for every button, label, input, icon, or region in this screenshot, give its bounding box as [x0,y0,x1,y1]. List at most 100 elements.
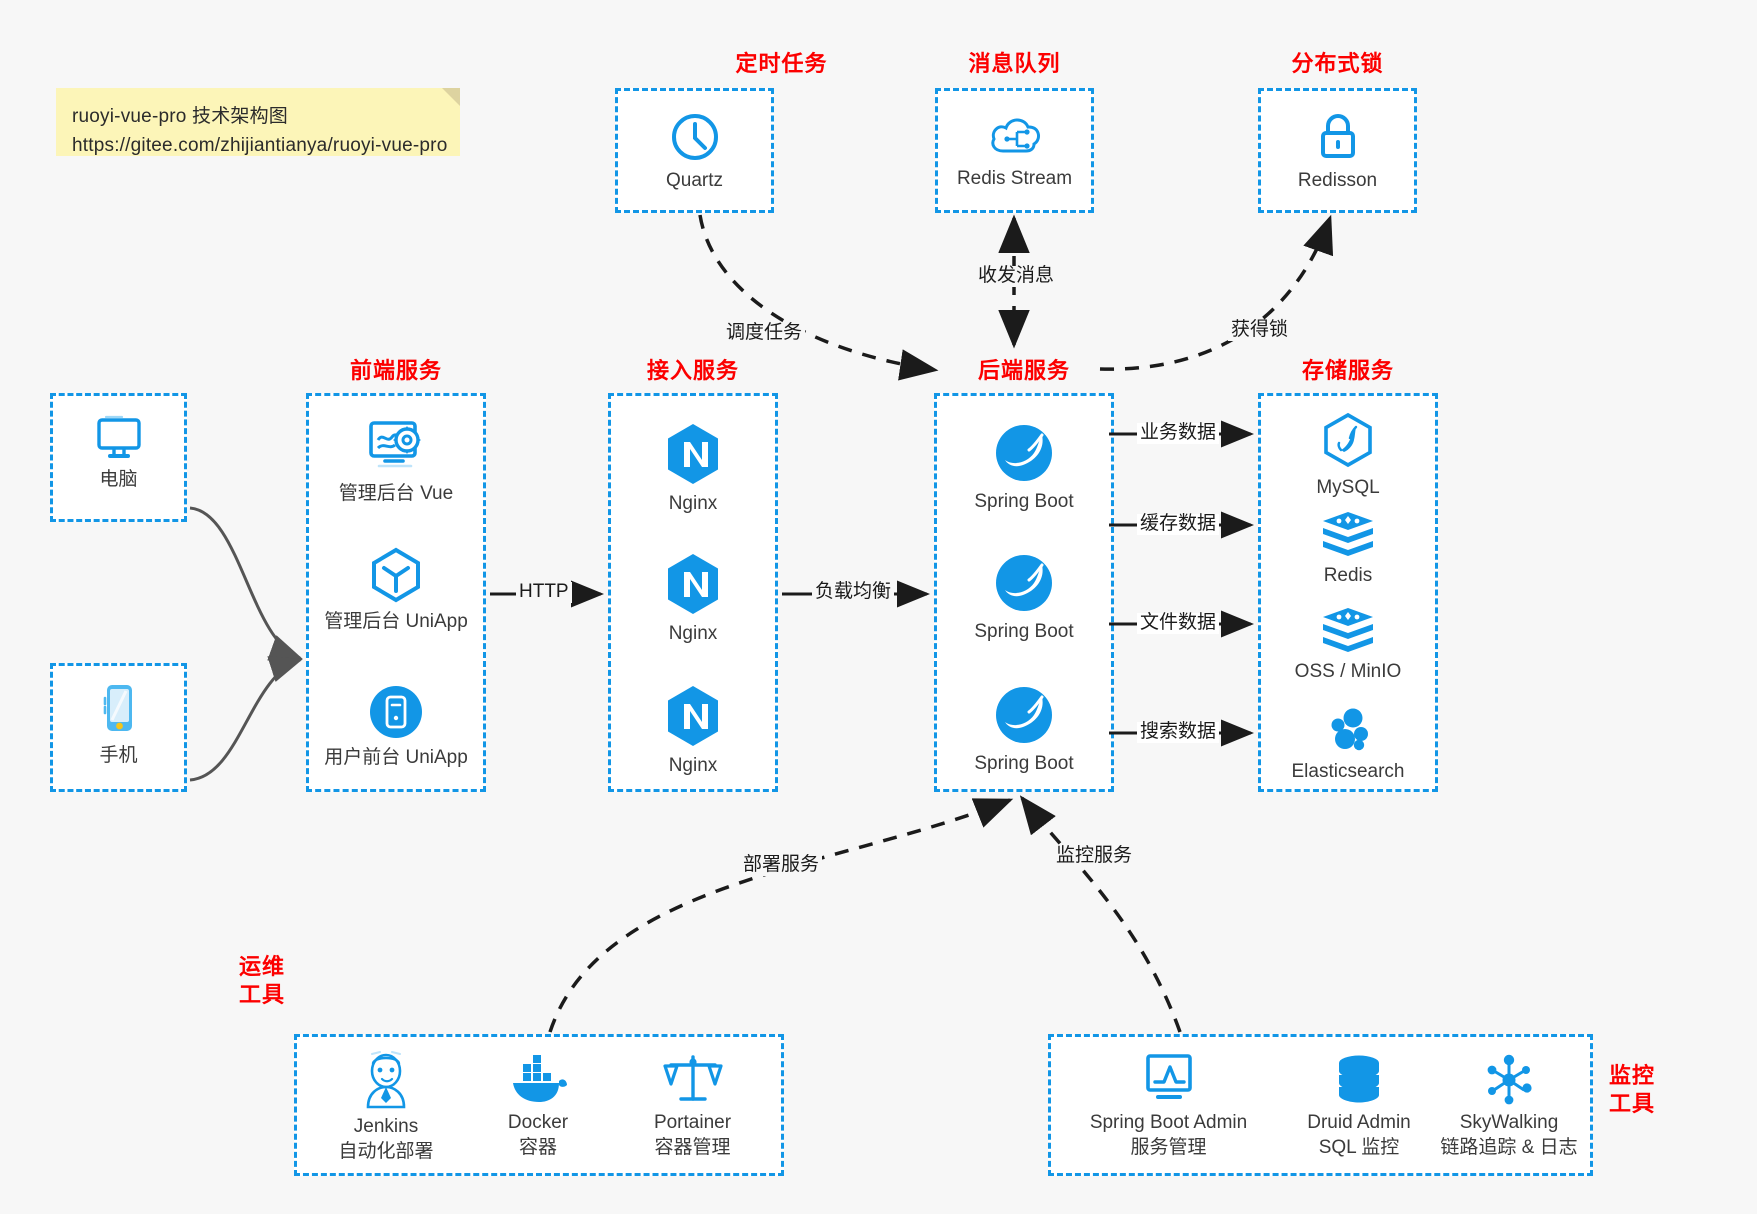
node-label: Elasticsearch [1291,761,1405,782]
group-title-backend: 后端服务 [977,358,1070,383]
skywalking-nodes-icon [1429,1053,1589,1107]
group-box-message-queue: Redis Stream [935,88,1094,213]
node-label: Nginx [668,623,718,644]
group-box-gateway: Nginx Nginx Nginx [608,393,778,792]
node-label: Spring Boot [974,753,1074,774]
node-admin-uniapp[interactable]: 管理后台 UniApp [309,546,483,634]
redis-stack-icon [1261,606,1435,654]
node-desktop[interactable]: 电脑 [53,414,184,492]
edge-label-search-data: 搜索数据 [1137,721,1220,743]
group-title-storage: 存储服务 [1301,358,1394,383]
edge-label-schedule-task: 调度任务 [723,322,806,344]
node-redis[interactable]: Redis [1261,510,1435,588]
node-label: 用户前台 UniApp [324,747,468,768]
node-spring-boot-3[interactable]: Spring Boot [937,684,1111,776]
node-label: 电脑 [99,469,138,490]
group-box-distributed-lock: Redisson [1258,88,1417,213]
node-nginx-3[interactable]: Nginx [611,684,775,778]
node-skywalking[interactable]: SkyWalking 链路追踪 & 日志 [1429,1053,1589,1160]
node-desc: SQL 监控 [1318,1136,1400,1158]
node-mobile[interactable]: 手机 [53,682,184,768]
node-quartz[interactable]: Quartz [618,111,771,193]
node-label: Redis [1323,565,1373,586]
node-druid-admin[interactable]: Druid Admin SQL 监控 [1279,1053,1439,1160]
node-name: Jenkins [353,1116,419,1137]
edge-monitoring-to-backend [1019,795,1182,1033]
node-label: Spring Boot [974,621,1074,642]
group-box-client-mobile: 手机 [50,663,187,792]
node-label: 管理后台 Vue [338,483,454,504]
group-title-devops: 运维 工具 [230,953,294,1008]
edge-label-load-balance: 负载均衡 [812,581,895,603]
edge-label-business-data: 业务数据 [1137,422,1220,444]
nginx-icon [611,684,775,748]
node-label: Nginx [668,755,718,776]
edge-label-send-receive-message: 收发消息 [975,265,1058,287]
database-cylinder-icon [1279,1053,1439,1107]
node-nginx-1[interactable]: Nginx [611,422,775,516]
node-spring-boot-admin[interactable]: Spring Boot Admin 服务管理 [1061,1051,1276,1160]
edge-quartz-to-backend [698,214,939,381]
node-portainer[interactable]: Portainer 容器管理 [615,1053,770,1160]
node-label: Quartz [665,170,724,191]
jenkins-butler-icon [311,1051,461,1111]
node-admin-vue[interactable]: 管理后台 Vue [309,418,483,506]
node-redis-stream[interactable]: Redis Stream [938,111,1091,191]
desktop-monitor-icon [53,414,184,462]
node-desc: 服务管理 [1130,1136,1207,1158]
edge-desktop-to-frontend [189,506,303,661]
node-label: Redisson [1297,170,1378,191]
node-name: Druid Admin [1307,1112,1411,1133]
node-elasticsearch[interactable]: Elasticsearch [1261,704,1435,784]
scales-icon [615,1053,770,1107]
group-title-monitoring: 监控 工具 [1600,1062,1664,1117]
group-title-frontend: 前端服务 [349,358,442,383]
node-spring-boot-1[interactable]: Spring Boot [937,422,1111,514]
devops-title-line1: 运维 [238,954,285,979]
node-redisson[interactable]: Redisson [1261,111,1414,193]
edge-label-deploy-service: 部署服务 [740,854,823,876]
node-jenkins[interactable]: Jenkins 自动化部署 [311,1051,461,1164]
note-url: https://gitee.com/zhijiantianya/ruoyi-vu… [72,135,448,157]
nginx-icon [611,552,775,616]
monitor-chart-icon [1061,1051,1276,1107]
monitoring-title-line2: 工具 [1608,1090,1655,1116]
group-box-frontend: 管理后台 Vue 管理后台 UniApp 用户前台 UniApp [306,393,486,792]
edge-label-http: HTTP [516,581,572,603]
spring-leaf-icon [937,422,1111,484]
nginx-icon [611,422,775,486]
dashboard-gear-icon [309,418,483,476]
node-label: 管理后台 UniApp [324,611,468,632]
group-title-gateway: 接入服务 [646,358,739,383]
edge-label-file-data: 文件数据 [1137,612,1220,634]
docker-whale-icon [463,1053,613,1107]
note-title: ruoyi-vue-pro 技术架构图 [72,106,289,127]
node-name: Portainer [653,1112,732,1133]
node-mysql[interactable]: MySQL [1261,412,1435,500]
mobile-phone-icon [53,682,184,738]
monitoring-title-line1: 监控 [1608,1063,1655,1088]
group-box-storage: MySQL Redis [1258,393,1438,792]
group-title-distributed-lock: 分布式锁 [1291,51,1384,76]
sticky-note: ruoyi-vue-pro 技术架构图 https://gitee.com/zh… [56,88,460,156]
node-spring-boot-2[interactable]: Spring Boot [937,552,1111,644]
node-oss-minio[interactable]: OSS / MinIO [1261,606,1435,684]
group-box-client-desktop: 电脑 [50,393,187,522]
node-desc: 链路追踪 & 日志 [1440,1136,1578,1158]
node-label: MySQL [1316,477,1380,498]
note-fold-corner [442,88,460,106]
node-user-uniapp[interactable]: 用户前台 UniApp [309,684,483,770]
node-desc: 自动化部署 [338,1140,434,1162]
node-name: SkyWalking [1459,1112,1559,1133]
cloud-network-icon [938,111,1091,161]
phone-circle-icon [309,684,483,740]
node-label: 手机 [99,745,138,766]
edge-mobile-to-frontend [189,656,303,782]
devops-title-line2: 工具 [238,981,285,1007]
clock-icon [618,111,771,163]
node-nginx-2[interactable]: Nginx [611,552,775,646]
edge-label-cache-data: 缓存数据 [1137,513,1220,535]
node-docker[interactable]: Docker 容器 [463,1053,613,1160]
node-desc: 容器管理 [654,1136,731,1158]
